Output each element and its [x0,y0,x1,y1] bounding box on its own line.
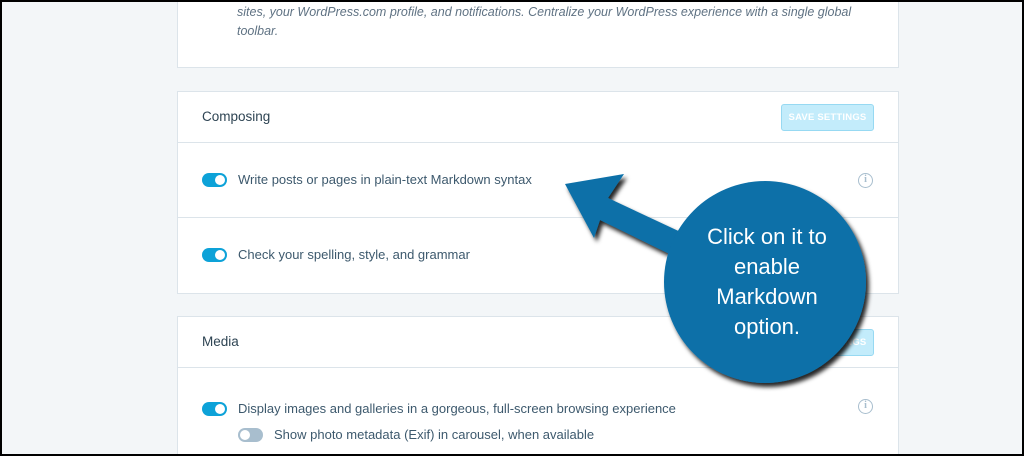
spelling-setting-row: Check your spelling, style, and grammar [178,218,898,293]
callout-line: enable [733,254,801,279]
composing-header: Composing SAVE SETTINGS [178,92,898,143]
spelling-label: Check your spelling, style, and grammar [238,247,470,262]
info-icon[interactable]: i [858,399,873,414]
callout-line: Markdown [716,284,818,309]
callout-line: Click on it to [707,224,827,249]
exif-toggle[interactable] [238,428,263,442]
media-title: Media [202,334,239,349]
composing-title: Composing [202,109,271,124]
markdown-label: Write posts or pages in plain-text Markd… [238,172,532,187]
callout-line: option. [733,314,801,339]
spelling-toggle[interactable] [202,248,227,262]
media-card: Media SAVE SETTINGS Display images and g… [177,316,899,454]
carousel-setting-row: Display images and galleries in a gorgeo… [178,368,898,454]
markdown-setting-row: Write posts or pages in plain-text Markd… [178,143,898,218]
carousel-toggle[interactable] [202,402,227,416]
info-icon[interactable]: i [858,173,873,188]
callout-text: Click on it to enable Markdown option. [682,222,852,342]
markdown-toggle[interactable] [202,173,227,187]
toolbar-description: sites, your WordPress.com profile, and n… [237,5,852,38]
carousel-label: Display images and galleries in a gorgeo… [238,401,676,416]
toolbar-settings-card: sites, your WordPress.com profile, and n… [177,2,899,68]
exif-label: Show photo metadata (Exif) in carousel, … [274,427,595,442]
composing-save-settings-button[interactable]: SAVE SETTINGS [781,104,874,131]
